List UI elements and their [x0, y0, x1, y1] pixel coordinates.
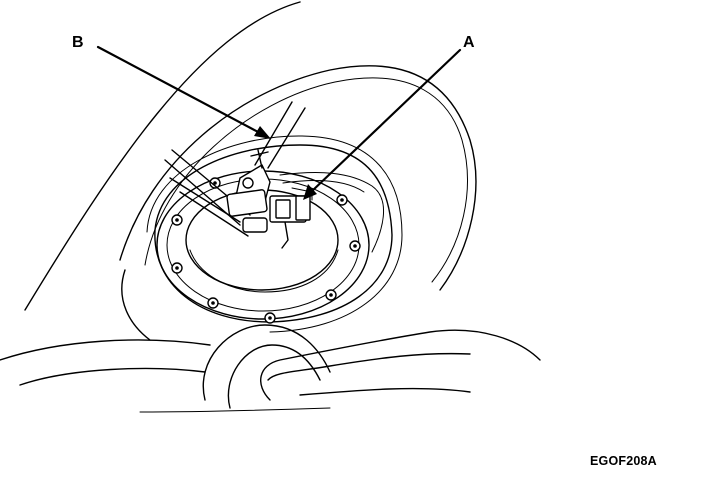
- bolt: [209, 177, 221, 189]
- bolt: [349, 240, 361, 252]
- bolt: [207, 297, 219, 309]
- callout-label-b: B: [72, 34, 84, 51]
- fuel-hoses: [164, 101, 385, 253]
- bolt: [325, 289, 337, 301]
- bolt: [171, 214, 183, 226]
- bolt: [336, 194, 348, 206]
- bolt: [264, 312, 276, 324]
- callout-leader-a: [303, 48, 462, 200]
- callout-leader-b: [96, 45, 271, 139]
- callout-label-a: A: [463, 34, 475, 51]
- tank-outer-contour: [24, 1, 477, 341]
- lower-hose-loop: [0, 324, 541, 413]
- tank-opening-rim: [146, 135, 403, 333]
- bolt: [171, 262, 183, 274]
- electrical-connector: [269, 187, 313, 223]
- fuel-line-connector: [226, 149, 289, 249]
- figure-code: EGOF208A: [590, 454, 657, 468]
- flange-bolts: [171, 177, 361, 324]
